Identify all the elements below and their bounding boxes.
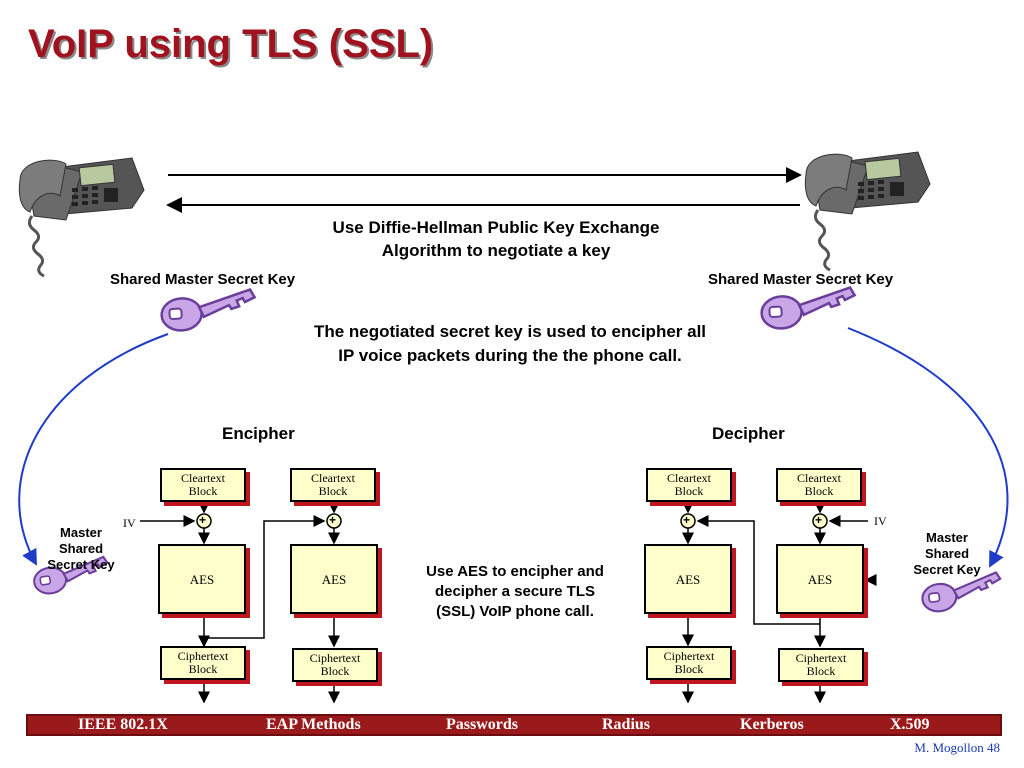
aes-block: AES — [776, 544, 864, 614]
author-credit: M. Mogollon 48 — [914, 740, 1000, 755]
key-right-icon — [759, 286, 858, 332]
iv-label-right: IV — [874, 514, 887, 528]
aes-block: AES — [290, 544, 378, 614]
diffie-hellman-note: Use Diffie-Hellman Public Key Exchange A… — [332, 218, 660, 260]
xor-symbol: + — [199, 513, 207, 527]
phone-left-icon — [17, 156, 146, 278]
footer-link-kerberos[interactable]: Kerberos — [740, 716, 804, 733]
footer-nav-bar — [26, 714, 1002, 736]
footer-link-radius[interactable]: Radius — [602, 716, 651, 733]
xor-symbol: + — [329, 513, 337, 527]
aes-block: AES — [644, 544, 732, 614]
footer-link-eap-methods[interactable]: EAP Methods — [266, 716, 361, 733]
phone-right-icon — [803, 150, 932, 272]
key-curve-left — [18, 333, 169, 566]
key-left-icon — [159, 288, 258, 334]
shared-key-label-right: Shared Master Secret Key — [708, 271, 894, 288]
negotiated-key-note: The negotiated secret key is used to enc… — [313, 322, 707, 365]
decipher-heading: Decipher — [712, 424, 785, 443]
xor-symbol: + — [815, 513, 823, 527]
iv-label-left: IV — [123, 516, 136, 530]
key-curve-right — [847, 327, 1009, 568]
xor-symbol: + — [683, 513, 691, 527]
key-small-right-icon — [919, 570, 1005, 615]
footer-link-passwords[interactable]: Passwords — [446, 716, 519, 733]
footer-link-x509[interactable]: X.509 — [890, 716, 930, 733]
xor-node — [326, 513, 342, 529]
xor-node — [812, 513, 828, 529]
slide-title: VoIP using TLS (SSL) — [28, 22, 434, 66]
xor-node — [196, 513, 212, 529]
footer-link-ieee-8021x[interactable]: IEEE 802.1X — [78, 716, 168, 733]
encipher-heading: Encipher — [222, 424, 295, 443]
aes-block: AES — [158, 544, 246, 614]
xor-node — [680, 513, 696, 529]
shared-key-label-left: Shared Master Secret Key — [110, 271, 296, 288]
